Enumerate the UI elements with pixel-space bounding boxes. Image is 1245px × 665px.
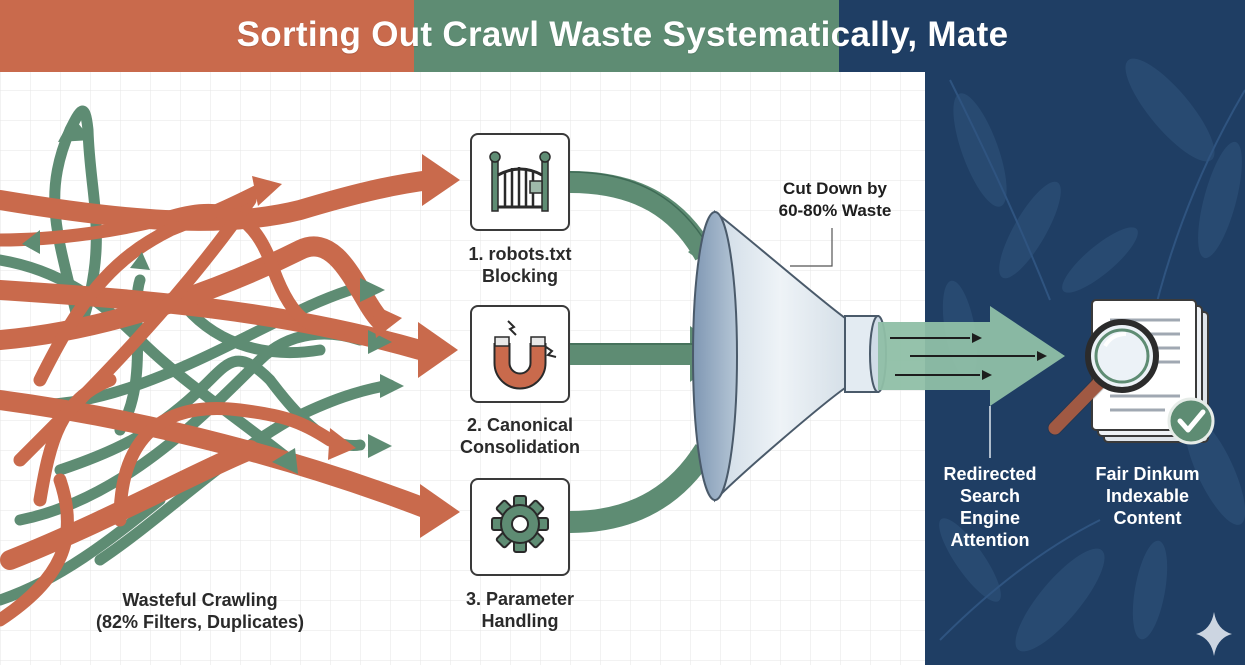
page-title: Sorting Out Crawl Waste Systematically, … <box>236 15 1009 54</box>
step-label-robots: 1. robots.txt Blocking <box>468 244 572 286</box>
funnel-annotation: Cut Down by 60-80% Waste <box>778 179 892 220</box>
indexable-content-label: Fair Dinkum Indexable Content <box>1095 464 1200 528</box>
step-label-parameter: 3. Parameter Handling <box>465 589 575 631</box>
redirected-attention-label: Redirected Search Engine Attention <box>943 464 1037 550</box>
magnifier-icon <box>1047 319 1159 436</box>
gear-icon <box>491 495 549 553</box>
title-bar <box>0 0 1245 72</box>
output-arrow <box>878 306 1065 458</box>
magnet-icon <box>493 320 557 390</box>
tangled-crawl-arrows <box>0 105 460 627</box>
step-box-robots <box>470 133 570 231</box>
step-box-parameter <box>470 478 570 576</box>
step-to-funnel-arrows <box>569 171 715 533</box>
left-caption: Wasteful Crawling (82% Filters, Duplicat… <box>95 590 305 632</box>
step-label-canonical: 2. Canonical Consolidation <box>460 415 580 457</box>
check-badge-icon <box>1167 397 1215 445</box>
annotation-leader-line <box>790 228 833 267</box>
step-box-canonical <box>470 305 570 403</box>
gate-icon <box>489 151 551 212</box>
funnel <box>692 209 887 503</box>
document-stack-icon <box>1047 299 1215 445</box>
sparkle-icon <box>1196 612 1232 656</box>
